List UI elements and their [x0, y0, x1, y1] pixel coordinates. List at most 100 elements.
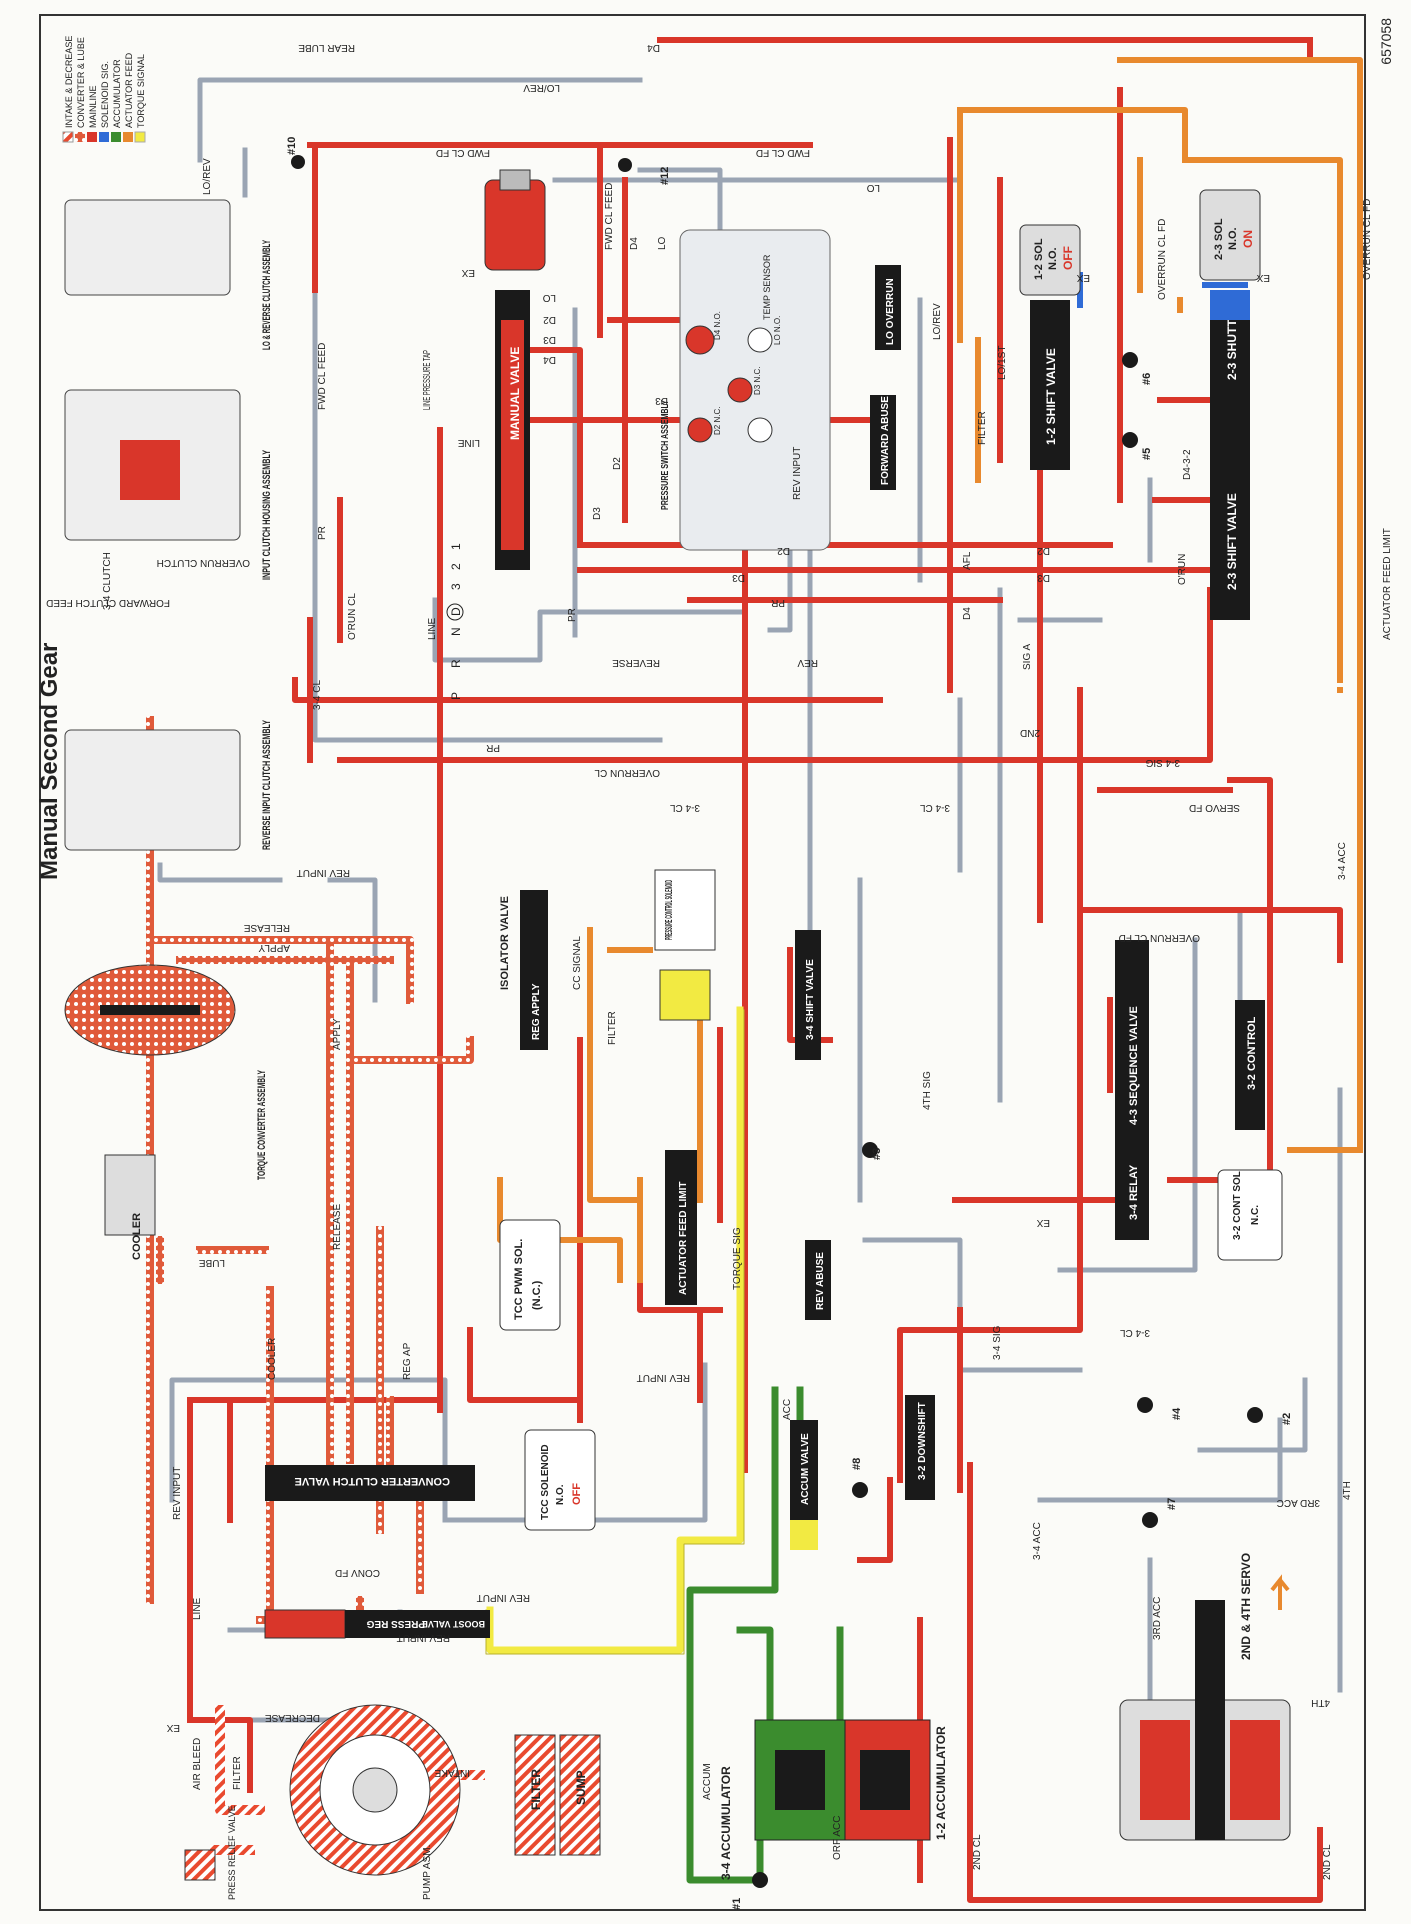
tcc-pwm-type: (N.C.) [531, 1280, 543, 1310]
afl-to-limit [587, 927, 643, 1283]
label-34-acc: 3-4 ACC [1337, 842, 1348, 880]
label-d4-no: D4 N.O. [713, 311, 722, 340]
selector-d: D [449, 607, 463, 616]
selector-p: P [449, 692, 463, 700]
label-d2-nc: D2 N.C. [713, 407, 722, 435]
label-orun: O'RUN [1177, 554, 1188, 585]
legend-item: MAINLINE [87, 85, 98, 142]
d3-switch [727, 377, 753, 403]
manual-valve-cap [484, 179, 546, 271]
checkball-icon [852, 1482, 868, 1498]
label-4th: 4TH [1311, 1697, 1330, 1708]
tc-shaft [100, 1005, 200, 1015]
cont-32-type: N.C. [1250, 1205, 1261, 1225]
label-rev-input-v: REV INPUT [792, 447, 803, 500]
pump-assembly: FILTER SUMP PUMP ASM. PRESS RELIEF VALVE [184, 1704, 601, 1900]
label-pr-h: PR [486, 742, 500, 753]
checkball-6: #6 [1122, 352, 1153, 385]
label-pr-v: PR [317, 526, 328, 540]
label-accum: ACCUM [702, 1763, 713, 1800]
pump-gear [352, 1767, 398, 1813]
checkball-icon [1137, 1397, 1153, 1413]
label-lo-rev-c: LO/REV [932, 303, 943, 340]
manual-valve-label: MANUAL VALVE [508, 347, 522, 440]
shift-34-body [795, 930, 821, 1060]
rev-input-lower [169, 1377, 448, 1523]
actuator-feed-limit-valve: ACTUATOR FEED LIMIT [665, 1150, 697, 1305]
label-34-clutch: 3-4 CLUTCH [102, 552, 113, 610]
legend-item: INTAKE & DECREASE [62, 36, 74, 143]
legend-swatch-accumulator [111, 132, 121, 142]
cc-valve-label: CONVERTER CLUTCH VALVE [295, 1475, 450, 1487]
label-2nd: 2ND [1020, 727, 1040, 738]
label-d4-h: D4 [543, 354, 556, 365]
label-filter-iso: FILTER [607, 1011, 618, 1045]
shift-12-label: 1-2 SHIFT VALVE [1044, 348, 1058, 445]
isolator-label: ISOLATOR VALVE [499, 896, 511, 990]
reverse-input-clutch: REVERSE INPUT CLUTCH ASSEMBLY [64, 720, 273, 851]
label-lo-rev: LO/REV [523, 82, 560, 93]
boost-label: BOOST VALVE [422, 1619, 485, 1629]
label-rev-input-top: REV INPUT [297, 867, 350, 878]
label-d3-long: D3 [732, 572, 745, 583]
label-decrease: DECREASE [265, 1712, 320, 1723]
label-lo: LO [866, 182, 880, 193]
rev-abuse-label: REV ABUSE [815, 1252, 826, 1310]
label-d4-3-2: D4-3-2 [1182, 449, 1193, 480]
sol-23-name: 2-3 SOL [1213, 218, 1225, 260]
label-d4-c: D4 [962, 607, 973, 620]
checkball-label: #12 [659, 167, 671, 185]
label-pr-center: PR [567, 608, 578, 622]
isolator-valve: REG APPLY ISOLATOR VALVE [499, 890, 548, 1050]
sol-23-signal-cap [1210, 290, 1250, 320]
selector-2: 2 [449, 563, 463, 570]
label-lo-v: LO [657, 236, 668, 250]
lo-rev-body [64, 199, 231, 296]
checkball-12: #12 [618, 158, 671, 185]
valves: MANUAL VALVE 1-2 SHIFT VALVE 1-2 SOL N.O… [64, 169, 1291, 1900]
label-orf-acc: ORF ACC [832, 1816, 843, 1860]
label-rear-lube: REAR LUBE [298, 42, 355, 53]
label-d3-ps: D3 [655, 395, 668, 406]
label-overrun-cl: OVERRUN CL [594, 767, 660, 778]
checkball-icon [862, 1142, 878, 1158]
checkball-label: #5 [1141, 448, 1153, 460]
label-rev-input-left: REV INPUT [172, 1467, 183, 1520]
cc-valve-body [265, 1465, 475, 1501]
boost-body [440, 1610, 490, 1638]
label-orun-cl: O'RUN CL [347, 593, 358, 640]
torque-sig [486, 1006, 744, 1654]
label-lube: LUBE [199, 1257, 225, 1268]
label-line-left: LINE [192, 1597, 203, 1620]
label-reg-ap: REG AP [402, 1342, 413, 1380]
afl-top-h [957, 107, 1188, 163]
lo-rev-line [197, 77, 643, 163]
tcc-sol-type: N.O. [555, 1484, 566, 1505]
sol-23-state: ON [1241, 230, 1255, 248]
sump-box [559, 1734, 601, 1856]
label-lo-no: LO N.O. [773, 316, 782, 345]
label-d2-right: D2 [1037, 545, 1050, 556]
sequence-label: 4-3 SEQUENCE VALVE [1128, 1006, 1140, 1125]
label-overrun-clutch: OVERRUN CLUTCH [157, 557, 250, 568]
legend-label: CONVERTER & LUBE [76, 37, 86, 128]
legend-item: ACCUMULATOR [111, 59, 122, 142]
forward-abuse-label: FORWARD ABUSE [880, 396, 891, 485]
d2-switch [687, 417, 713, 443]
label-d2-h: D2 [543, 314, 556, 325]
checkball-icon [618, 158, 632, 172]
sol-23-body [1199, 189, 1261, 281]
selector-current-ring [446, 603, 464, 621]
tcc-pwm-body [499, 1219, 561, 1331]
label-line-v: LINE [427, 617, 438, 640]
filter-label: FILTER [529, 1769, 543, 1810]
label-34-cl-left: 3-4 CL [312, 680, 323, 710]
sol-12-body [1019, 224, 1081, 296]
psa-label: PRESSURE SWITCH ASSEMBLY [660, 400, 671, 510]
cooler-body [104, 1154, 156, 1236]
checkball-label: #8 [851, 1458, 863, 1470]
accumulator-34: 3-4 ACCUMULATOR [719, 1719, 846, 1880]
lo-overrun-label: LO OVERRUN [885, 278, 896, 345]
legend-swatch-intake [62, 131, 74, 143]
legend-label: SOLENOID SIG. [100, 61, 110, 128]
